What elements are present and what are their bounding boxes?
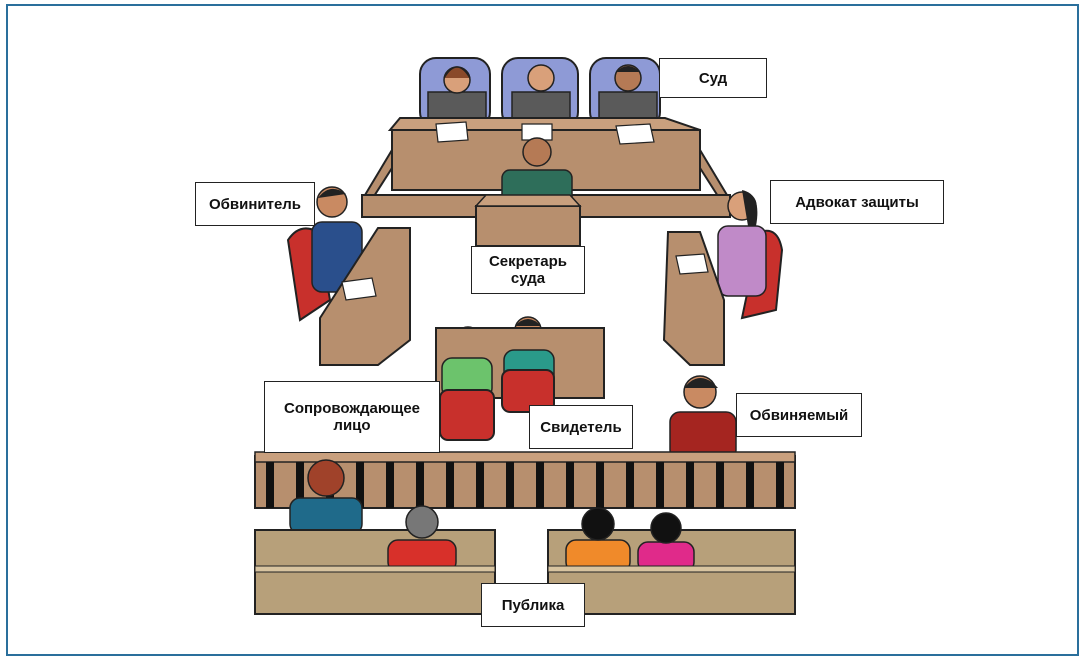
label-escort: Сопровождающее лицо	[264, 381, 440, 453]
label-prosecutor: Обвинитель	[195, 182, 315, 226]
label-public-text: Публика	[501, 596, 565, 614]
label-clerk-line1: Секретарь	[488, 253, 568, 270]
court-clerk	[474, 137, 582, 247]
public-seating	[254, 459, 796, 615]
label-court: Суд	[659, 58, 767, 98]
label-clerk-line2: суда	[510, 270, 546, 287]
defense-figure	[662, 190, 784, 366]
public-railing	[254, 451, 796, 509]
label-escort-line1: Сопровождающее	[283, 400, 421, 417]
label-defense: Адвокат защиты	[770, 180, 944, 224]
witness-stand	[435, 316, 605, 441]
label-witness-text: Свидетель	[540, 418, 622, 436]
label-witness: Свидетель	[529, 405, 633, 449]
judges-bench	[361, 117, 731, 219]
label-accused-text: Обвиняемый	[749, 406, 849, 424]
label-public: Публика	[481, 583, 585, 627]
label-clerk: Секретарь суда	[471, 246, 585, 294]
label-court-text: Суд	[698, 69, 728, 87]
label-accused: Обвиняемый	[736, 393, 862, 437]
label-defense-text: Адвокат защиты	[795, 193, 919, 211]
label-escort-line2: лицо	[333, 417, 371, 434]
accused-figure	[669, 375, 737, 461]
prosecutor-figure	[286, 186, 411, 366]
label-prosecutor-text: Обвинитель	[208, 195, 302, 213]
